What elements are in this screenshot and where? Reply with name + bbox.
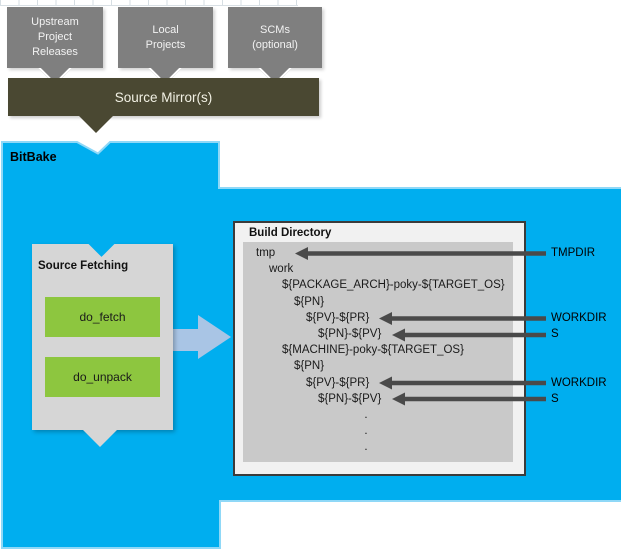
- tree-line: ${PN}-${PV}: [318, 328, 382, 340]
- tree-line: ${PN}: [294, 295, 325, 308]
- source-mirror-box: Source Mirror(s): [8, 78, 319, 116]
- source-mirror-tail-icon: [79, 116, 113, 136]
- tree-line: ${PV}-${PR}: [306, 311, 370, 324]
- tree-line: ${PACKAGE_ARCH}-poky-${TARGET_OS}: [282, 279, 505, 292]
- s-label-2: S: [551, 393, 559, 405]
- tree-line: ${PV}-${PR}: [306, 376, 370, 389]
- build-directory-box: Build Directory tmp work ${PACKAGE_ARCH}-p…: [233, 221, 526, 476]
- bitbake-region-label: BitBake: [10, 150, 57, 164]
- do-unpack-task-box: do_unpack: [45, 357, 160, 397]
- tree-ellipsis-dot: .: [364, 409, 368, 421]
- tmpdir-label: TMPDIR: [551, 247, 596, 259]
- workdir-label-1: WORKDIR: [551, 312, 607, 324]
- local-projects-box: Local Projects: [118, 7, 213, 68]
- tree-ellipsis-dot: .: [364, 441, 368, 454]
- source-fetching-tail-icon: [82, 430, 118, 448]
- workdir-label-2: WORKDIR: [551, 377, 607, 389]
- s-label-1: S: [551, 328, 559, 340]
- fetch-to-builddir-arrow-icon: [170, 315, 231, 359]
- tree-line: ${MACHINE}-poky-${TARGET_OS}: [282, 344, 464, 357]
- source-fetching-title: Source Fetching: [38, 260, 129, 272]
- upstream-project-releases-box: Upstream Project Releases: [7, 7, 103, 68]
- tree-ellipsis-dot: .: [364, 425, 368, 438]
- tree-line: tmp: [256, 247, 276, 259]
- build-directory-title: Build Directory: [249, 227, 332, 239]
- tree-line: work: [269, 263, 294, 276]
- do-fetch-task-box: do_fetch: [45, 297, 160, 337]
- top-grid-ticks: [0, 0, 298, 6]
- directory-tree-panel: tmp work ${PACKAGE_ARCH}-poky-${TARGET_OS}…: [243, 242, 513, 462]
- tree-line: ${PN}: [294, 360, 325, 373]
- tree-line: ${PN}-${PV}: [318, 392, 382, 405]
- scms-optional-box: SCMs (optional): [228, 7, 322, 68]
- source-fetching-box: Source Fetching do_fetch do_unpack: [32, 244, 173, 430]
